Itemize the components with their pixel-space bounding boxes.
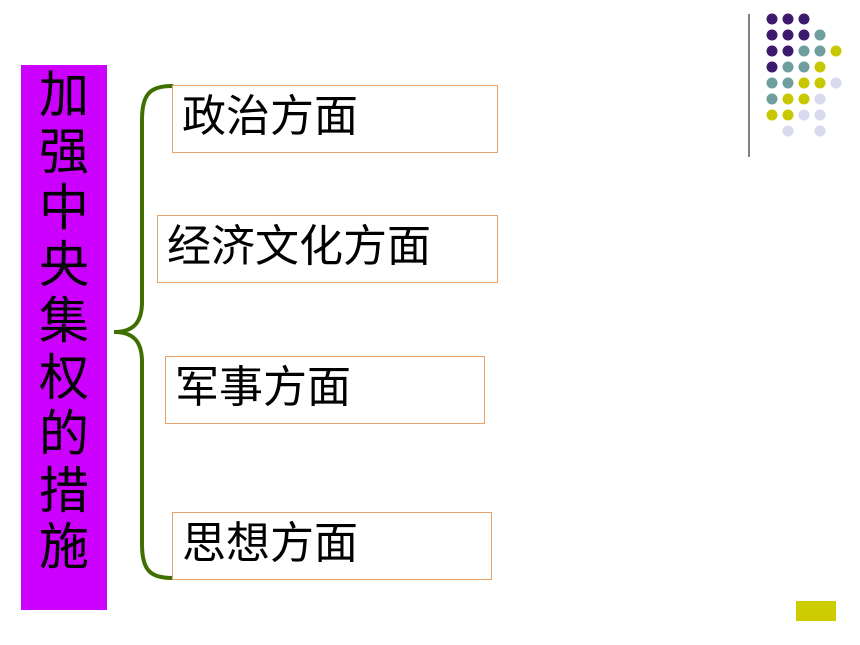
item-label: 政治方面	[182, 91, 358, 142]
title-char: 权	[39, 348, 89, 407]
title-box: 加 强 中 央 集 权 的 措 施	[21, 65, 107, 610]
title-char: 措	[39, 461, 89, 520]
title-char: 加	[39, 66, 89, 124]
slide-nav-button[interactable]	[796, 601, 836, 621]
title-char: 施	[39, 518, 89, 576]
dot-grid-decoration	[766, 13, 842, 137]
curly-brace-icon	[113, 84, 174, 580]
title-char: 强	[39, 122, 89, 181]
item-label: 经济文化方面	[167, 221, 431, 272]
item-politics: 政治方面	[172, 85, 498, 153]
item-ideology: 思想方面	[172, 512, 492, 580]
title-char: 中	[39, 179, 89, 237]
title-char: 的	[39, 405, 89, 463]
item-military: 军事方面	[165, 356, 485, 424]
item-economy-culture: 经济文化方面	[157, 215, 498, 283]
title-char: 央	[39, 235, 89, 294]
item-label: 军事方面	[175, 362, 351, 413]
divider-line	[748, 14, 750, 157]
slide-title: 加 强 中 央 集 权 的 措 施	[21, 67, 107, 576]
title-char: 集	[39, 292, 89, 350]
item-label: 思想方面	[182, 518, 358, 569]
